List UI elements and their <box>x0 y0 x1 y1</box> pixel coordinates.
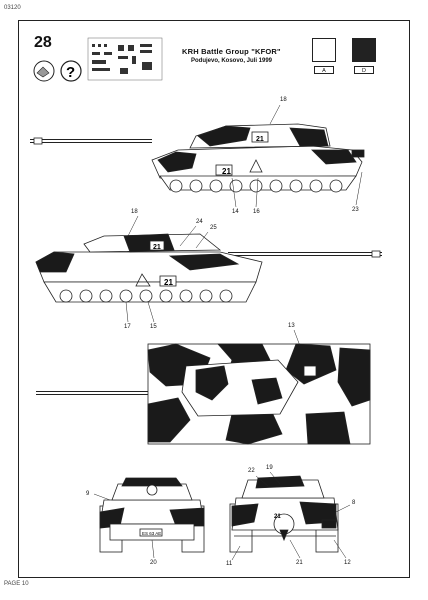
svg-text:?: ? <box>66 64 75 81</box>
callout-13-view3: 13 <box>288 323 295 329</box>
callout-20-view4: 20 <box>150 560 157 566</box>
callout-18-view2: 18 <box>131 209 138 215</box>
callout-9-view4: 9 <box>86 491 90 497</box>
turret-number-side: 21 <box>256 136 264 143</box>
leader-lines-view3 <box>293 329 301 347</box>
tank-top-view <box>36 343 371 445</box>
callout-12-view5: 12 <box>344 560 351 566</box>
callout-22-view5: 22 <box>248 468 255 474</box>
tank-side-view-left <box>35 233 382 303</box>
callout-18-view1: 18 <box>280 97 287 103</box>
decal-icon <box>33 60 55 82</box>
front-plate-text: ES 63 AE <box>142 531 161 536</box>
page-number: PAGE 10 <box>4 581 29 587</box>
tank-side-view-right <box>30 123 365 193</box>
callout-25-view2: 25 <box>210 225 217 231</box>
help-icon: ? <box>60 60 82 82</box>
callout-11-view5: 11 <box>226 561 233 567</box>
swatch-label-d: D <box>354 66 374 74</box>
callout-15-view2: 15 <box>150 324 157 330</box>
hull-number-side: 21 <box>222 167 231 176</box>
leader-lines-view1 <box>231 104 363 208</box>
callout-21-view5: 21 <box>296 560 303 566</box>
leader-lines-view5 <box>231 471 351 561</box>
callout-19-view5: 19 <box>266 465 273 471</box>
hull-number-left: 21 <box>164 278 173 287</box>
page-title: KRH Battle Group "KFOR" <box>182 47 281 56</box>
callout-8-view5: 8 <box>352 500 356 506</box>
decal-sheet-diagram <box>87 37 163 81</box>
callout-16-view1: 16 <box>253 209 260 215</box>
callout-23-view1: 23 <box>352 207 359 213</box>
turret-number-left: 21 <box>153 244 161 251</box>
rear-number: 21 <box>274 514 281 520</box>
callout-17-view2: 17 <box>124 324 131 330</box>
step-number: 28 <box>34 34 52 51</box>
tank-front-view <box>99 477 205 553</box>
leader-lines-view4 <box>93 493 155 559</box>
tank-rear-view <box>229 475 339 553</box>
page-frame <box>18 20 410 578</box>
callout-24-view2: 24 <box>196 219 203 225</box>
swatch-white <box>312 38 336 62</box>
document-code: 03120 <box>4 5 21 11</box>
leader-lines-view2 <box>125 215 209 323</box>
page-subtitle: Podujevo, Kosovo, Juli 1999 <box>191 58 273 64</box>
swatch-black <box>352 38 376 62</box>
callout-14-view1: 14 <box>232 209 239 215</box>
swatch-label-a: A <box>314 66 334 74</box>
